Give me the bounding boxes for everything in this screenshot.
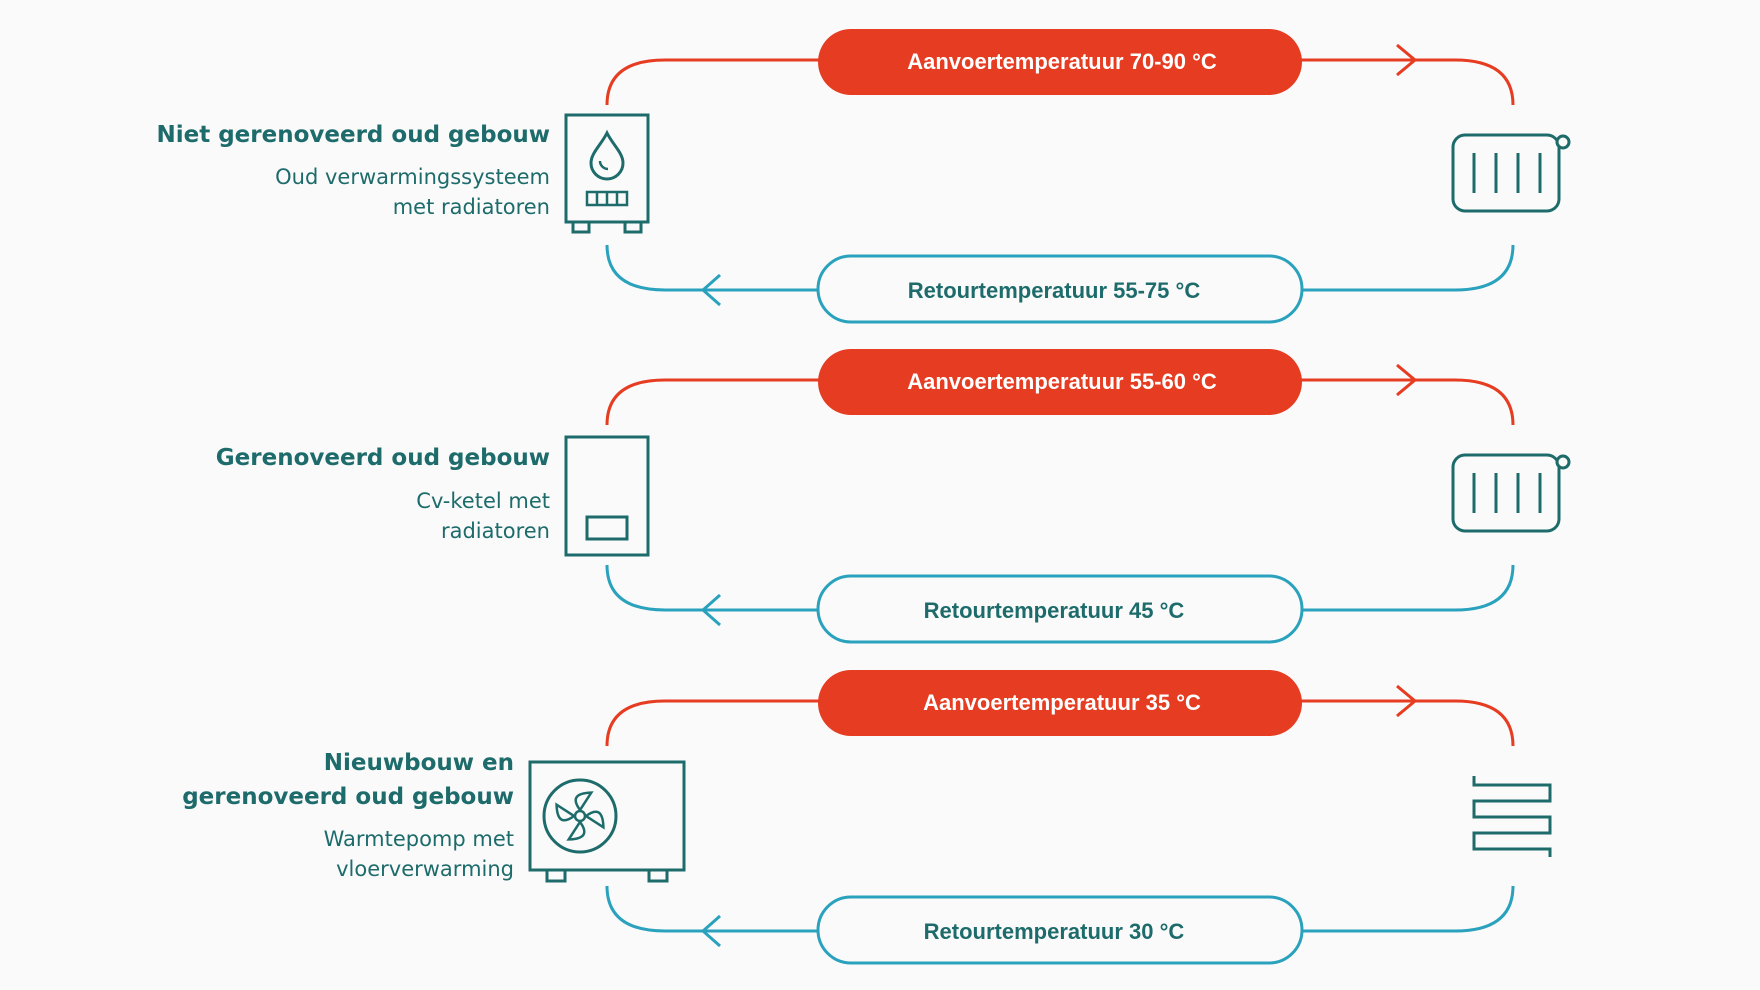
block-2-subtitle-line-1: Cv-ketel met [416,489,550,513]
return-temperature-pill: Retourtemperatuur 30 °C [816,895,1304,965]
return-temperature-label: Retourtemperatuur 55-75 °C [908,278,1201,303]
radiator-icon [1451,133,1571,213]
supply-arrow-icon [1396,43,1418,77]
return-arrow-icon [700,914,721,948]
block-2-title: Gerenoveerd oud gebouw [216,441,550,475]
block-3-title: Nieuwbouw en gerenoveerd oud gebouw [182,746,514,814]
supply-arrow-icon [1396,363,1418,397]
oil-boiler-icon [564,113,650,234]
block-1-subtitle-line-1: Oud verwarmingssysteem [275,165,550,189]
heating-loop-2: Aanvoertemperatuur 55-60 °C Retourtempera… [564,349,1571,644]
supply-temperature-pill: Aanvoertemperatuur 55-60 °C [818,349,1302,415]
supply-temperature-pill: Aanvoertemperatuur 35 °C [818,670,1302,736]
block-3-title-line-2: gerenoveerd oud gebouw [182,784,514,810]
supply-pill-background [818,29,1302,95]
block-2-subtitle: Cv-ketel met radiatoren [416,486,550,546]
boiler-display-icon [585,515,629,541]
gas-boiler-icon [564,435,650,557]
heating-loop-1: Aanvoertemperatuur 70-90 °C Retourtempera… [564,29,1571,324]
block-2-subtitle-line-2: radiatoren [440,519,550,543]
supply-temperature-label: Aanvoertemperatuur 35 °C [923,690,1201,715]
heat-pump-icon [528,760,686,883]
fan-icon [542,778,618,854]
block-3-subtitle-line-1: Warmtepomp met [323,827,514,851]
return-temperature-label: Retourtemperatuur 45 °C [924,598,1185,623]
supply-temperature-label: Aanvoertemperatuur 55-60 °C [907,369,1217,394]
block-3-subtitle-line-2: vloerverwarming [336,857,514,881]
supply-temperature-label: Aanvoertemperatuur 70-90 °C [907,49,1217,74]
block-1-subtitle: Oud verwarmingssysteem met radiatoren [275,162,550,222]
return-temperature-label: Retourtemperatuur 30 °C [924,919,1185,944]
supply-arrow-icon [1396,684,1418,718]
water-drop-icon [589,129,625,181]
return-temperature-pill: Retourtemperatuur 55-75 °C [816,254,1304,324]
block-1-title-line-1: Niet gerenoveerd oud gebouw [156,122,550,148]
block-2-title-line-1: Gerenoveerd oud gebouw [215,445,550,471]
supply-temperature-pill: Aanvoertemperatuur 70-90 °C [818,29,1302,95]
return-arrow-icon [700,593,721,627]
supply-pill-background [818,670,1302,736]
return-pill-background [816,895,1304,965]
supply-pill-background [818,349,1302,415]
block-3-title-line-1: Nieuwbouw en [323,750,514,776]
heating-loop-3: Aanvoertemperatuur 35 °C Retourtemperatuu… [528,670,1552,965]
block-1-title: Niet gerenoveerd oud gebouw [156,118,550,152]
floor-heating-icon [1472,776,1552,857]
return-temperature-pill: Retourtemperatuur 45 °C [816,574,1304,644]
return-pill-background [816,254,1304,324]
return-pill-background [816,574,1304,644]
return-arrow-icon [700,273,721,307]
radiator-icon [1451,453,1571,533]
block-1-subtitle-line-2: met radiatoren [392,195,550,219]
block-3-subtitle: Warmtepomp met vloerverwarming [324,824,514,884]
